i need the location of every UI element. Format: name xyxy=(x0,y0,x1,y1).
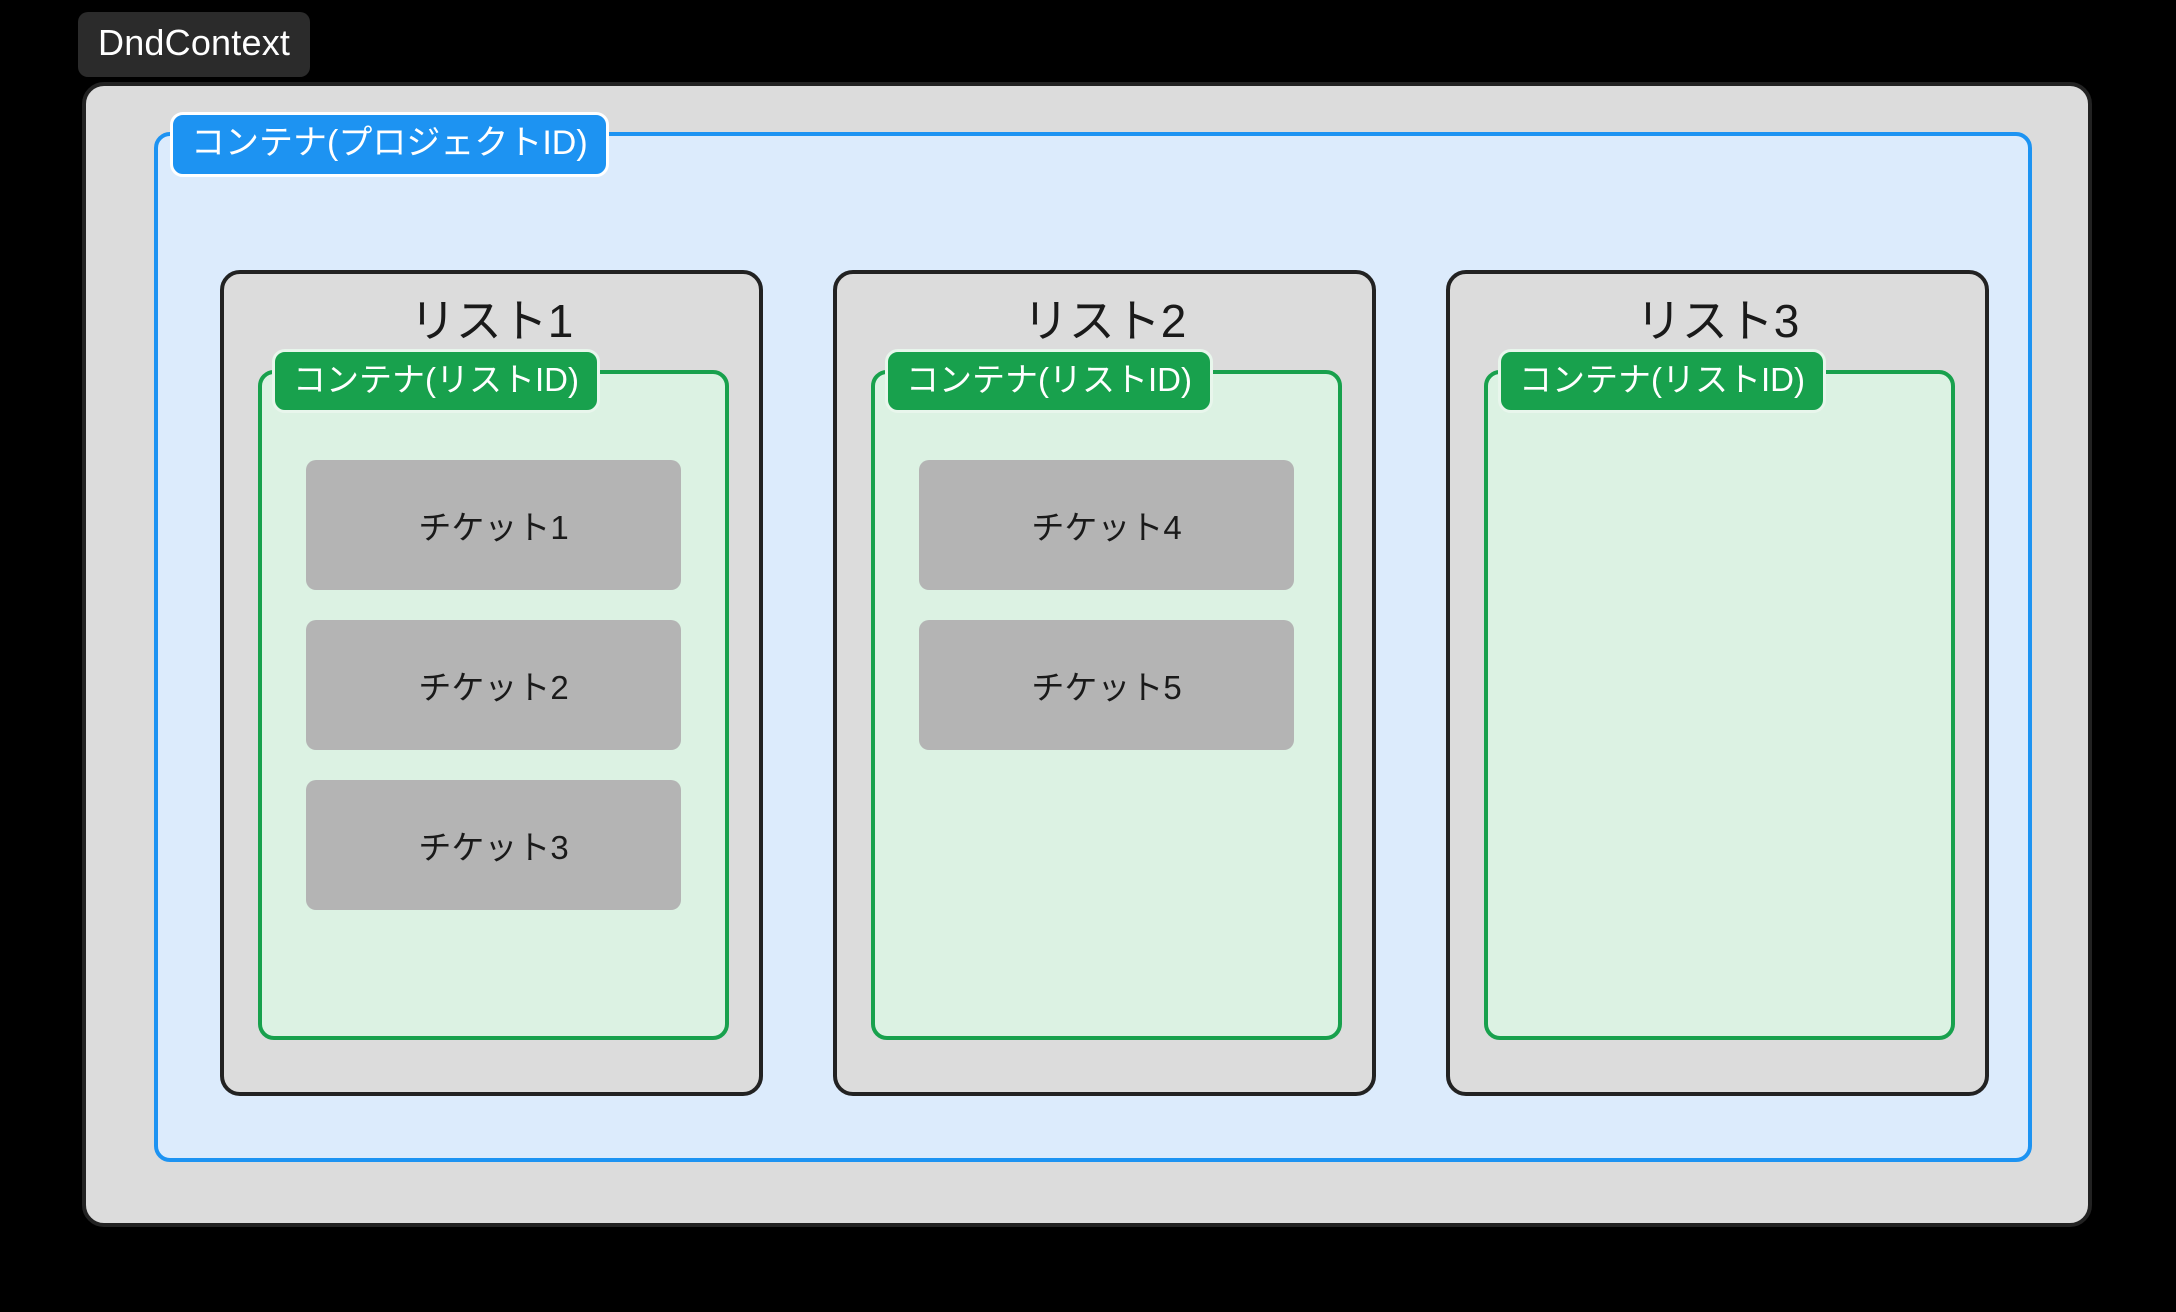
project-container: コンテナ(プロジェクトID) リスト1 コンテナ(リストID) チケット1 チケ… xyxy=(154,112,2032,1162)
ticket-card[interactable]: チケット2 xyxy=(306,620,681,750)
list-container-badge-2: コンテナ(リストID) xyxy=(885,349,1213,413)
list-container-badge-1: コンテナ(リストID) xyxy=(272,349,600,413)
list-container-badge-3: コンテナ(リストID) xyxy=(1498,349,1826,413)
ticket-stack-3 xyxy=(1488,374,1951,1036)
list-card-1[interactable]: リスト1 コンテナ(リストID) チケット1 チケット2 チケット3 xyxy=(220,270,763,1096)
list-container-3: コンテナ(リストID) xyxy=(1484,349,1955,1040)
lists-row: リスト1 コンテナ(リストID) チケット1 チケット2 チケット3 リスト2 xyxy=(158,136,2028,1158)
ticket-stack-2: チケット4 チケット5 xyxy=(875,374,1338,1036)
project-container-badge: コンテナ(プロジェクトID) xyxy=(170,112,609,177)
dnd-context-frame: コンテナ(プロジェクトID) リスト1 コンテナ(リストID) チケット1 チケ… xyxy=(82,82,2092,1227)
ticket-card[interactable]: チケット3 xyxy=(306,780,681,910)
ticket-card[interactable]: チケット5 xyxy=(919,620,1294,750)
list-container-2: コンテナ(リストID) チケット4 チケット5 xyxy=(871,349,1342,1040)
list-container-1: コンテナ(リストID) チケット1 チケット2 チケット3 xyxy=(258,349,729,1040)
list-title-2: リスト2 xyxy=(1022,295,1187,347)
ticket-stack-1: チケット1 チケット2 チケット3 xyxy=(262,374,725,1036)
dnd-context-badge: DndContext xyxy=(78,12,311,77)
ticket-card[interactable]: チケット1 xyxy=(306,460,681,590)
ticket-card[interactable]: チケット4 xyxy=(919,460,1294,590)
list-title-3: リスト3 xyxy=(1635,295,1800,347)
list-card-3[interactable]: リスト3 コンテナ(リストID) xyxy=(1446,270,1989,1096)
list-title-1: リスト1 xyxy=(409,295,574,347)
list-card-2[interactable]: リスト2 コンテナ(リストID) チケット4 チケット5 xyxy=(833,270,1376,1096)
